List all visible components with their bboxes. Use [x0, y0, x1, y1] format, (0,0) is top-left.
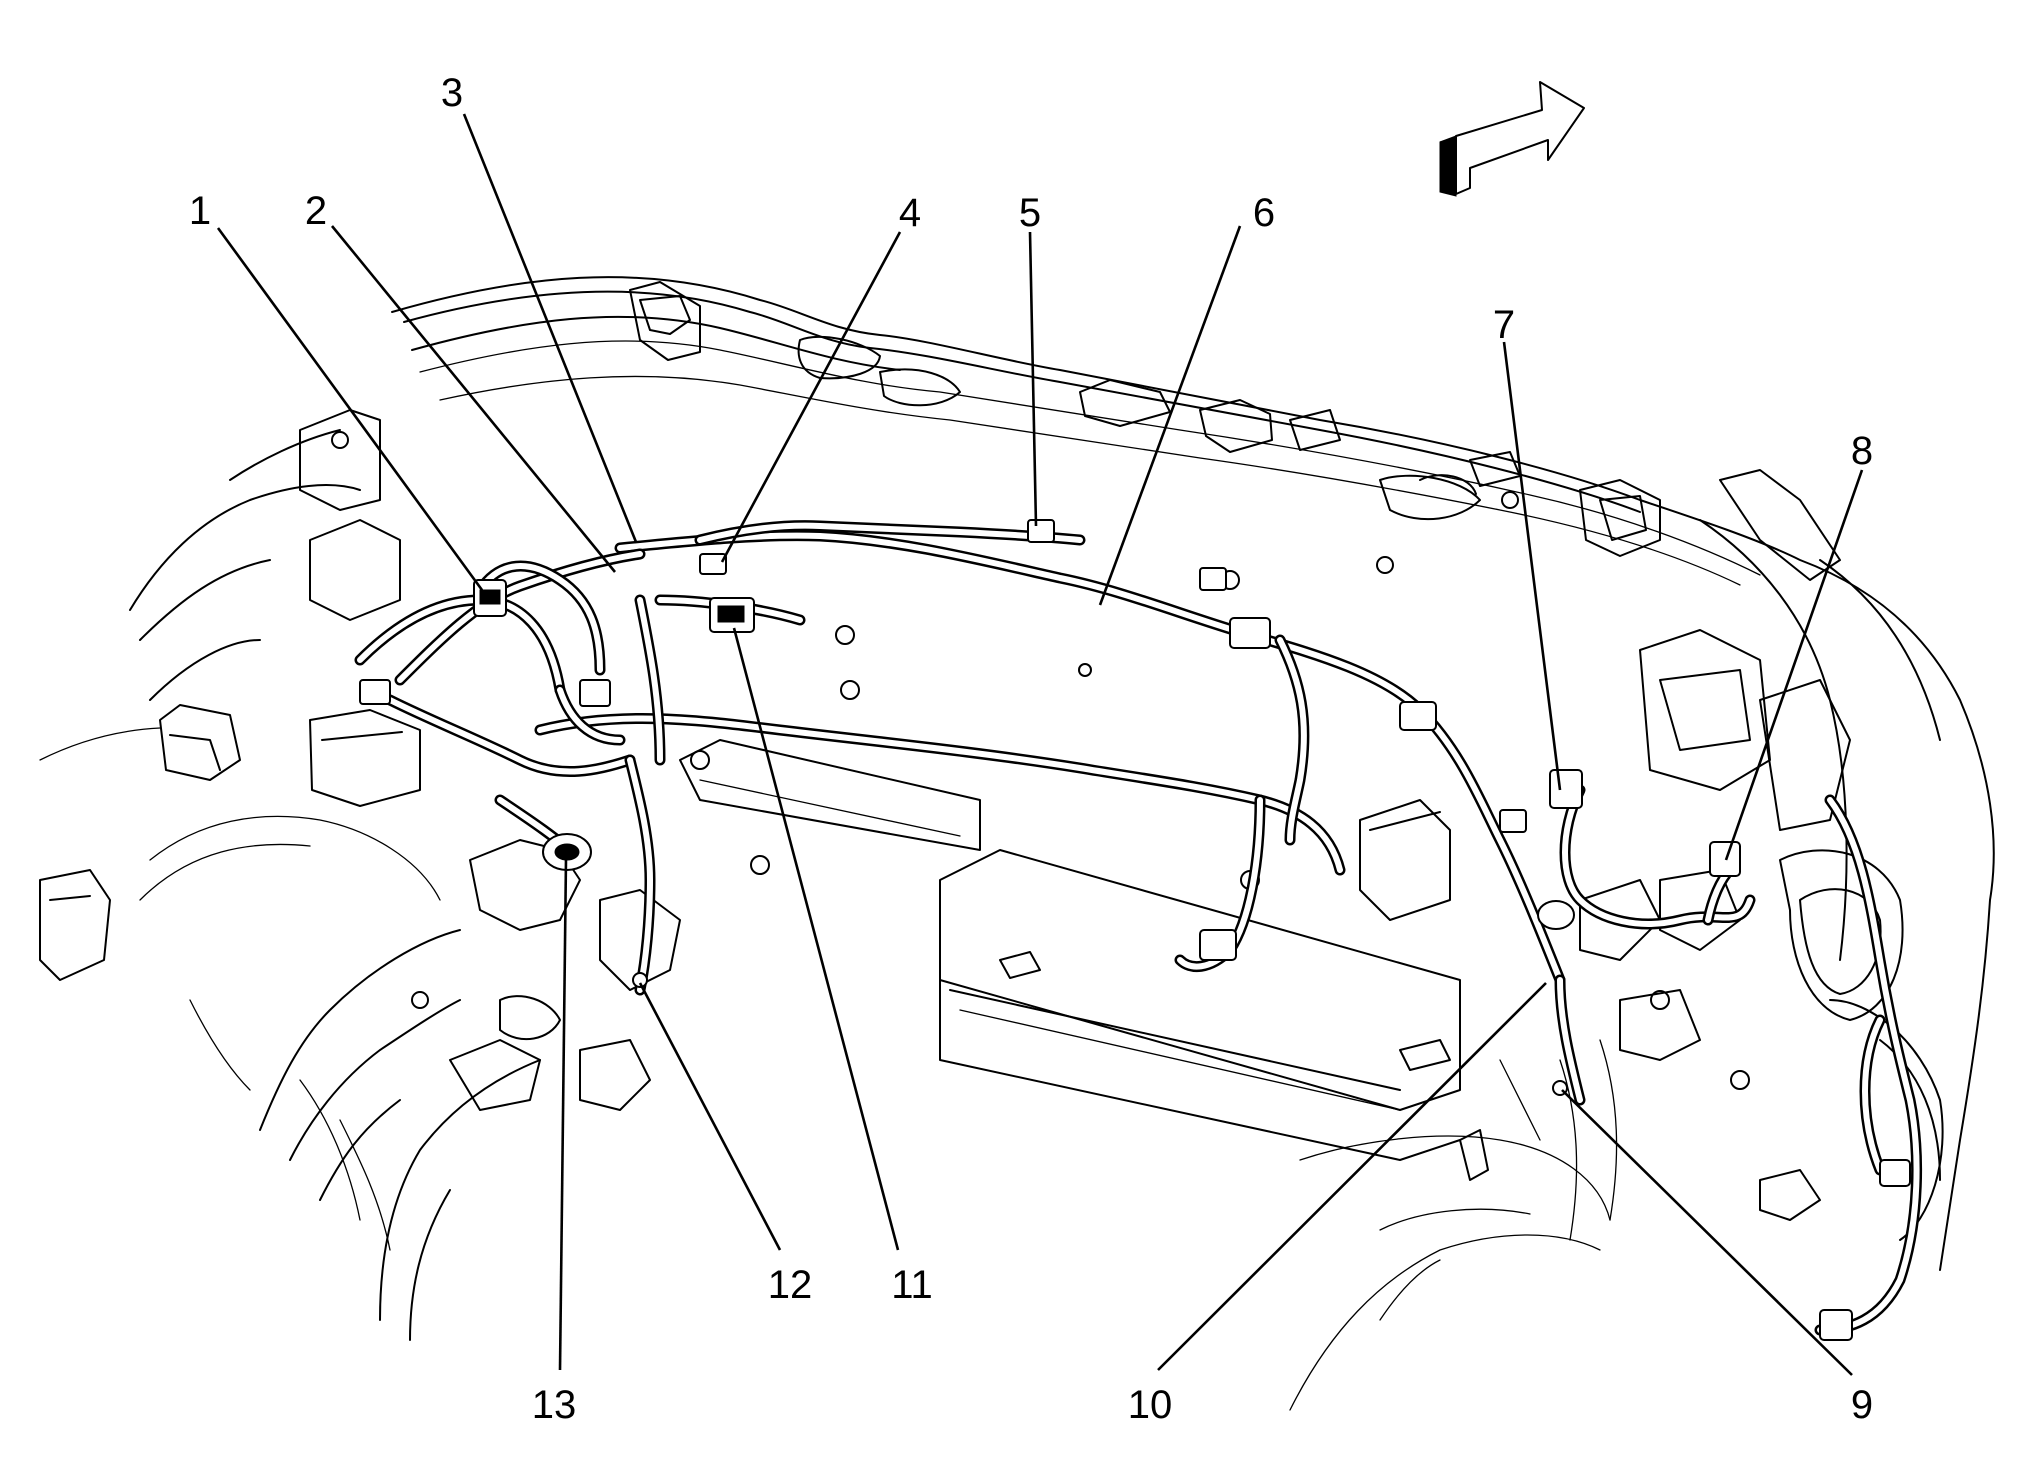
- callout-6: 6: [1253, 191, 1275, 235]
- grommet-10: [1537, 900, 1575, 930]
- harness-connectors: [359, 519, 1911, 1341]
- forward-arrow-icon: [1439, 81, 1585, 197]
- callout-1: 1: [189, 189, 211, 233]
- callout-5: 5: [1019, 191, 1041, 235]
- callout-7: 7: [1493, 303, 1515, 347]
- connector-center: [1229, 617, 1271, 649]
- callout-11: 11: [891, 1263, 933, 1307]
- callout-9: 9: [1851, 1383, 1873, 1427]
- ground-12: [632, 972, 648, 988]
- connector-lamp: [1819, 1309, 1853, 1341]
- clip-4: [699, 553, 727, 575]
- connector-7: [1549, 769, 1583, 809]
- callout-10: 10: [1128, 1383, 1173, 1427]
- callout-leaders: [216, 113, 1864, 1376]
- clip-5: [1027, 519, 1055, 543]
- callout-3: 3: [441, 71, 463, 115]
- connector-lower: [1199, 929, 1237, 961]
- callout-4: 4: [899, 191, 921, 235]
- body-structure-lineart: [39, 276, 1995, 1411]
- callout-13: 13: [532, 1383, 577, 1427]
- callout-12: 12: [768, 1263, 813, 1307]
- connector-right: [1399, 701, 1437, 731]
- callout-2: 2: [305, 189, 327, 233]
- callout-8: 8: [1851, 429, 1873, 473]
- connector-lamp-2: [1879, 1159, 1911, 1187]
- callout-labels: 1 2 3 4 5 6 7 8 9 10 11 12 13: [189, 71, 1873, 1427]
